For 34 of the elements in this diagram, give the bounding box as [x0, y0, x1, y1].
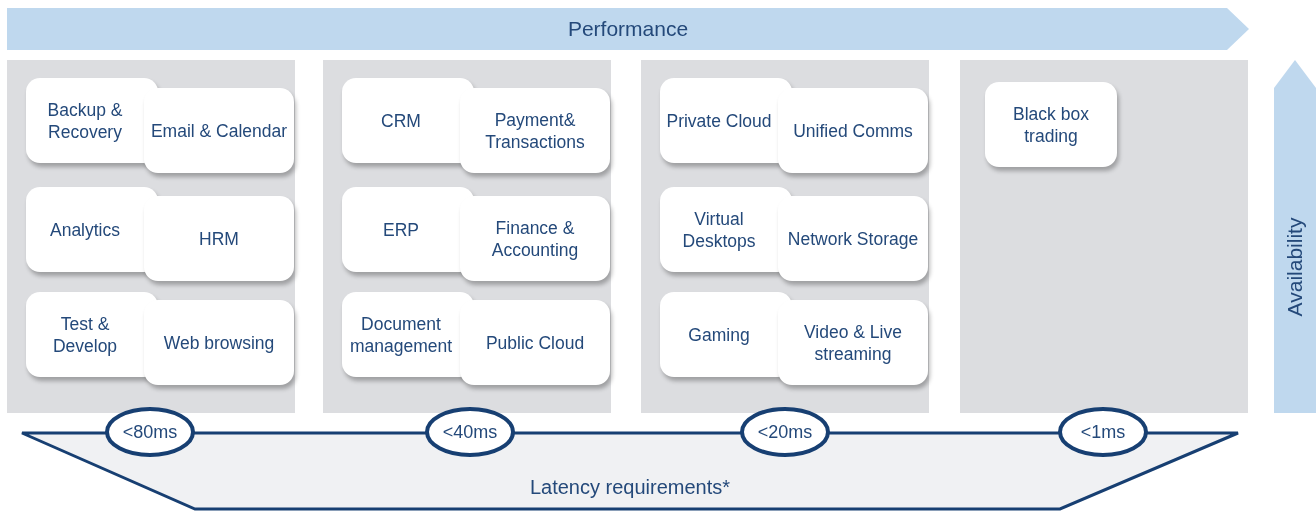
- column-panel: [641, 60, 929, 413]
- arrow-banner: [1274, 60, 1316, 413]
- application-card: Web browsing: [144, 300, 294, 385]
- latency-value: <1ms: [1080, 421, 1126, 443]
- application-card: Unified Comms: [778, 88, 928, 173]
- banner-label: Performance: [567, 17, 689, 41]
- latency-ellipse: [740, 407, 830, 457]
- latency-ellipse: [1058, 407, 1148, 457]
- latency-value: <20ms: [757, 421, 813, 443]
- latency-value: <80ms: [122, 421, 178, 443]
- application-card: Test & Develop: [26, 292, 158, 377]
- application-card: Finance & Accounting: [460, 196, 610, 281]
- latency-ellipse: [105, 407, 195, 457]
- band-label: Latency requirements*: [529, 475, 731, 499]
- banner-label: Availability: [1283, 217, 1307, 316]
- application-card: ERP: [342, 187, 474, 272]
- arrow-banner: [7, 8, 1249, 50]
- application-card: Document management: [342, 292, 474, 377]
- application-card: Gaming: [660, 292, 792, 377]
- column-panel: [7, 60, 295, 413]
- application-card: Analytics: [26, 187, 158, 272]
- application-card: CRM: [342, 78, 474, 163]
- application-card: Private Cloud: [660, 78, 792, 163]
- application-card: Black box trading: [985, 82, 1117, 167]
- application-card: HRM: [144, 196, 294, 281]
- column-panel: [960, 60, 1248, 413]
- latency-ellipse: [425, 407, 515, 457]
- column-panel: [323, 60, 611, 413]
- application-card: Public Cloud: [460, 300, 610, 385]
- application-card: Payment& Transactions: [460, 88, 610, 173]
- application-card: Network Storage: [778, 196, 928, 281]
- latency-value: <40ms: [442, 421, 498, 443]
- application-card: Email & Calendar: [144, 88, 294, 173]
- application-card: Video & Live streaming: [778, 300, 928, 385]
